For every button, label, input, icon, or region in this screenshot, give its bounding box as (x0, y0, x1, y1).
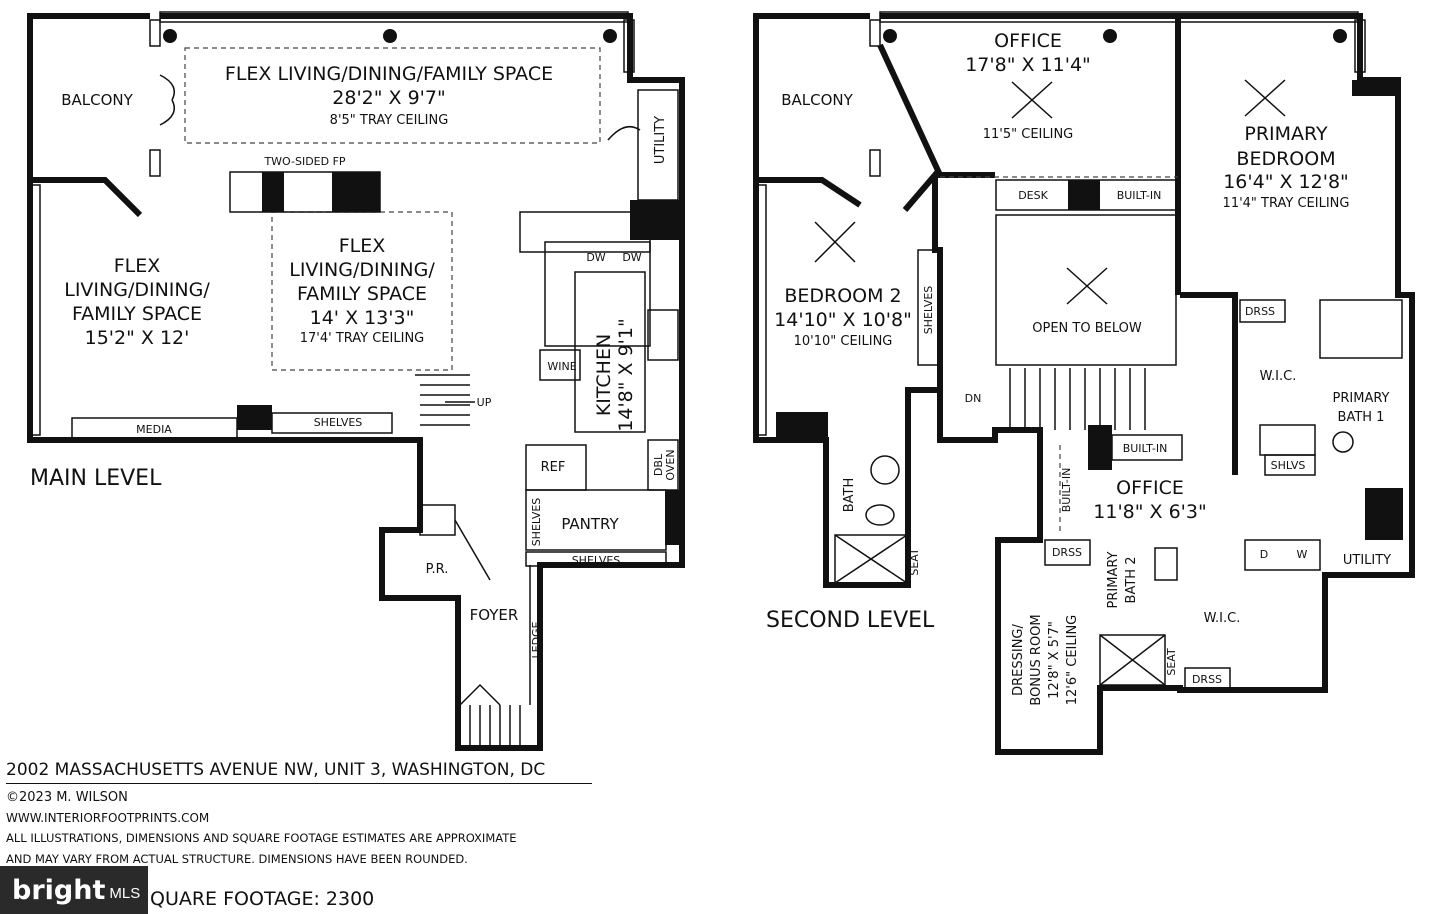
bath2-seat-label: SEAT (1165, 648, 1178, 676)
logo-suffix: MLS (109, 884, 141, 902)
office-mid-dims: 11'8" X 6'3" (1093, 501, 1206, 523)
bedroom2-ceiling: 10'10" CEILING (794, 334, 893, 349)
drss-label-3: DRSS (1192, 673, 1222, 686)
open-to-below-label: OPEN TO BELOW (1032, 321, 1142, 336)
bath-label: BATH (842, 478, 857, 513)
flex-top-dims: 28'2" X 9'7" (332, 87, 445, 109)
dressing-l1: DRESSING/ (1011, 623, 1026, 695)
shlvs-label: SHLVS (1271, 459, 1306, 472)
balcony-label: BALCONY (61, 91, 133, 109)
kitchen-dims: 14'8" X 9'1" (615, 318, 637, 431)
built-in-vert-label: BUILT-IN (1060, 468, 1073, 513)
primary-bath2-l1: PRIMARY (1106, 551, 1121, 608)
flex-center-l1: FLEX (339, 235, 386, 257)
wic-label-1: W.I.C. (1260, 369, 1297, 384)
foyer-label: FOYER (470, 606, 519, 624)
pantry-label: PANTRY (561, 515, 619, 533)
office-top-dims: 17'8" X 11'4" (965, 54, 1091, 76)
disclaimer-1: ALL ILLUSTRATIONS, DIMENSIONS AND SQUARE… (6, 831, 517, 845)
flex-left-l2: LIVING/DINING/ (64, 279, 210, 301)
dn-label: DN (965, 392, 982, 405)
primary-bedroom-l2: BEDROOM (1236, 148, 1335, 170)
wic-label-2: W.I.C. (1204, 611, 1241, 626)
ledge-label: LEDGE (530, 621, 543, 658)
drss-label-2: DRSS (1052, 546, 1082, 559)
primary-bath1-l1: PRIMARY (1333, 391, 1390, 406)
oven-label: OVEN (664, 449, 677, 480)
drss-label-1: DRSS (1245, 305, 1275, 318)
copyright: ©2023 M. WILSON (6, 790, 128, 805)
window-strip (159, 11, 629, 23)
window-strip-2 (879, 11, 1359, 23)
dryer-label: D (1260, 548, 1268, 561)
flex-left-dims: 15'2" X 12' (85, 327, 190, 349)
ref-label: REF (541, 460, 566, 475)
main-outer-wall (27, 13, 685, 751)
fireplace-label: TWO-SIDED FP (263, 155, 345, 168)
primary-bedroom-ceiling: 11'4" TRAY CEILING (1223, 196, 1350, 211)
main-level-plan: FLEX LIVING/DINING/FAMILY SPACE 28'2" X … (27, 11, 685, 751)
bedroom2-dims: 14'10" X 10'8" (774, 309, 912, 331)
flex-center-l3: FAMILY SPACE (297, 283, 427, 305)
office-mid-name: OFFICE (1116, 477, 1184, 499)
utility-label: UTILITY (653, 116, 668, 164)
bright-mls-logo: bright MLS (0, 866, 148, 914)
dbl-label: DBL (652, 453, 665, 476)
fan-icon (814, 79, 1286, 305)
balcony-wall (30, 177, 143, 218)
primary-bath2-l2: BATH 2 (1124, 557, 1139, 604)
media-label: MEDIA (136, 423, 172, 436)
bedroom2-shelves-label: SHELVES (922, 286, 935, 335)
kitchen-name: KITCHEN (593, 334, 615, 416)
washer-label: W (1297, 548, 1308, 561)
dw-label-2: DW (622, 251, 641, 264)
primary-bath1-l2: BATH 1 (1338, 410, 1385, 425)
shelves-label: SHELVES (314, 416, 363, 429)
office-top-ceiling: 11'5" CEILING (983, 127, 1074, 142)
wine-label: WINE (547, 360, 576, 373)
pantry-shelves-h: SHELVES (572, 554, 621, 567)
pantry-shelves-v: SHELVES (530, 498, 543, 547)
square-footage: QUARE FOOTAGE: 2300 (150, 888, 375, 910)
dw-label-1: DW (586, 251, 605, 264)
flex-top-name: FLEX LIVING/DINING/FAMILY SPACE (225, 63, 553, 85)
flex-center-ceiling: 17'4' TRAY CEILING (300, 331, 425, 346)
office-top-name: OFFICE (994, 30, 1062, 52)
primary-bedroom-l1: PRIMARY (1244, 123, 1328, 145)
built-in-top-label: BUILT-IN (1117, 189, 1162, 202)
desk-label: DESK (1018, 189, 1048, 202)
main-level-title: MAIN LEVEL (30, 466, 162, 491)
second-level-plan: BALCONY OFFICE 17'8" X 11'4" 11'5" CEILI… (753, 11, 1415, 755)
dressing-ceiling: 12'6" CEILING (1065, 615, 1080, 706)
built-in-mid-label: BUILT-IN (1123, 442, 1168, 455)
flex-top-ceiling: 8'5" TRAY CEILING (330, 113, 449, 128)
dressing-dims: 12'8" X 5'7" (1047, 621, 1062, 699)
up-label: UP (477, 396, 492, 409)
address: 2002 MASSACHUSETTS AVENUE NW, UNIT 3, WA… (6, 760, 592, 784)
flex-left-l1: FLEX (114, 255, 161, 277)
disclaimer-2: AND MAY VARY FROM ACTUAL STRUCTURE. DIME… (6, 852, 468, 866)
dressing-l2: BONUS ROOM (1029, 614, 1044, 705)
utility2-label: UTILITY (1343, 553, 1391, 568)
website: WWW.INTERIORFOOTPRINTS.COM (6, 811, 210, 825)
flex-center-dims: 14' X 13'3" (310, 307, 415, 329)
flex-left-l3: FAMILY SPACE (72, 303, 202, 325)
second-outer-wall (753, 13, 1415, 755)
logo-text: bright (12, 874, 106, 906)
flex-center-l2: LIVING/DINING/ (289, 259, 435, 281)
balcony2-label: BALCONY (781, 91, 853, 109)
bath-seat-label: SEAT (908, 548, 921, 576)
bedroom2-name: BEDROOM 2 (784, 285, 901, 307)
pr-label: P.R. (426, 562, 449, 577)
second-level-title: SECOND LEVEL (766, 608, 935, 633)
primary-bedroom-dims: 16'4" X 12'8" (1223, 171, 1349, 193)
